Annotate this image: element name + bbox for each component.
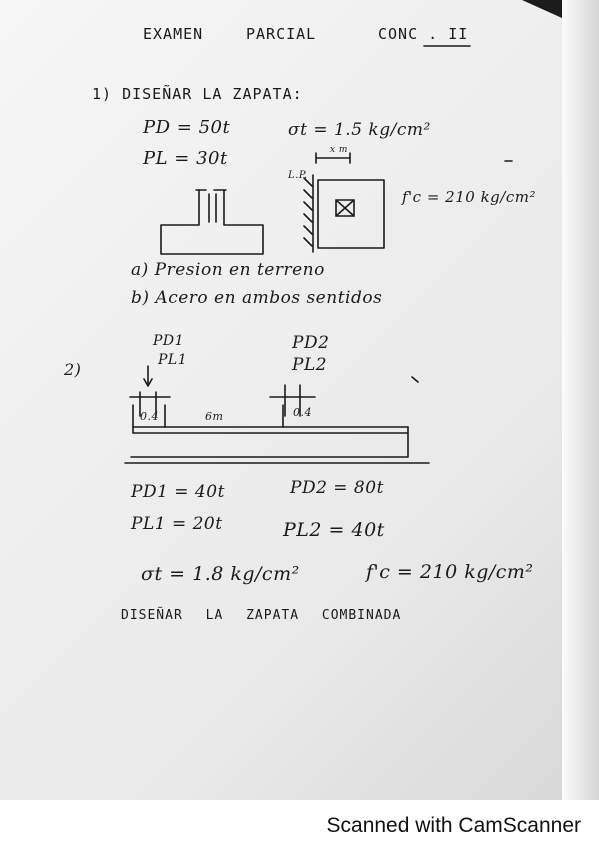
problem2-pl2: PL2 = 40t [283,519,385,541]
title-course: CONC . II [378,25,469,43]
problem2-sigma: σt = 1.8 kg/cm² [141,563,300,585]
problem1-pl: PL = 30t [143,148,228,169]
footing-elevation-sketch [160,189,264,255]
load2-live-label: PL2 [292,355,328,375]
title-exam: EXAMEN [143,25,204,43]
camscanner-watermark: Scanned with CamScanner [326,814,581,837]
col1-width-label: 0.4 [140,410,159,423]
problem1-title: 1) DISEÑAR LA ZAPATA: [92,85,303,103]
problem1-pd: PD = 50t [143,117,231,138]
problem1-sigma: σt = 1.5 kg/cm² [288,120,431,140]
problem1-heading: DISEÑAR LA ZAPATA: [122,85,303,103]
problem2-pl1: PL1 = 20t [131,514,223,534]
combined-footing-sketch [124,365,430,464]
load1-dead-label: PD1 [153,333,185,349]
pencil-mark [411,376,419,383]
title-parcial: PARCIAL [246,25,317,43]
span-label: 6m [205,410,224,423]
problem1-item-b: b) Acero en ambos sentidos [131,288,383,308]
problem1-number: 1) [92,85,113,103]
problem2-fc: f'c = 210 kg/cm² [366,561,534,583]
problem1-lp: L.P. [288,170,308,181]
problem2-number: 2) [64,360,82,379]
paper-sheet [0,0,562,800]
paper-shadow [559,0,599,800]
col2-width-label: 0.4 [293,406,312,419]
problem2-instruction: DISEÑAR LA ZAPATA COMBINADA [121,608,402,623]
problem2-pd2: PD2 = 80t [290,478,384,498]
problem1-fc: f'c = 210 kg/cm² [402,188,536,206]
problem1-xm: x m [330,145,348,155]
footing-plan-sketch [303,152,385,253]
load2-dead-label: PD2 [292,333,330,353]
load1-live-label: PL1 [158,352,188,368]
problem2-pd1: PD1 = 40t [131,482,225,502]
problem1-item-a: a) Presion en terreno [131,260,325,280]
